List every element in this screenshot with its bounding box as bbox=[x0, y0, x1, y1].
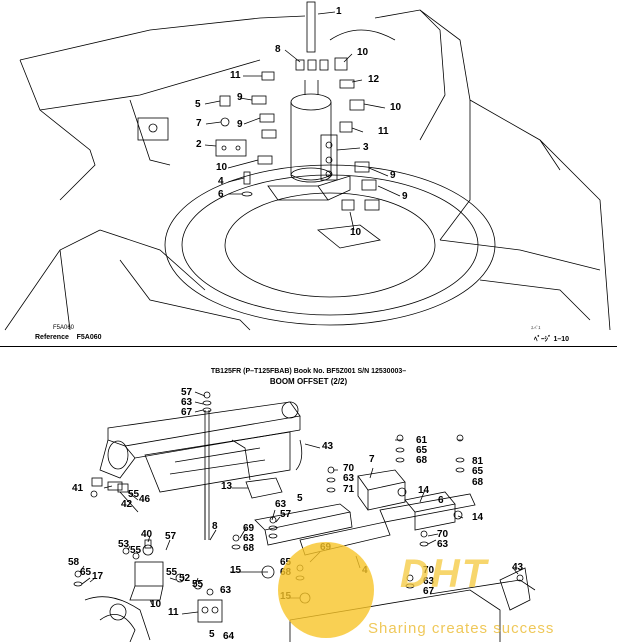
callout-63c: 63 bbox=[275, 499, 287, 510]
callout-6: 6 bbox=[438, 495, 444, 506]
callout-40: 40 bbox=[141, 529, 153, 540]
watermark-logo: DHT bbox=[400, 552, 489, 596]
callout-6: 6 bbox=[218, 189, 224, 200]
callout-63e: 63 bbox=[437, 539, 449, 550]
reference-line: Reference F5A060 bbox=[35, 334, 102, 341]
callout-68c: 68 bbox=[243, 543, 255, 554]
callout-67: 67 bbox=[181, 407, 193, 418]
callout-68b: 68 bbox=[472, 477, 484, 488]
callout-13: 13 bbox=[221, 481, 233, 492]
callout-53: 53 bbox=[118, 539, 130, 550]
callout-9: 9 bbox=[237, 92, 243, 103]
callout-17: 17 bbox=[92, 571, 104, 582]
page-small-label: ｽ-ﾍﾟｽ bbox=[531, 325, 541, 330]
callout-11b: 11 bbox=[378, 126, 389, 137]
reference-code: F5A060 bbox=[76, 334, 102, 341]
callout-69: 69 bbox=[243, 523, 255, 534]
callout-55b: 55 bbox=[130, 545, 142, 556]
callout-65: 65 bbox=[416, 445, 428, 456]
page-reference: ﾍﾟｰｼﾞ 1–10 bbox=[534, 336, 570, 343]
callout-9c: 9 bbox=[390, 170, 396, 181]
watermark-tagline: Sharing creates success bbox=[368, 620, 555, 637]
callout-70: 70 bbox=[343, 463, 355, 474]
callout-12: 12 bbox=[368, 74, 380, 85]
callout-11: 11 bbox=[168, 607, 179, 618]
callout-9b: 9 bbox=[237, 119, 243, 130]
callout-70c: 70 bbox=[423, 565, 435, 576]
callout-10b: 10 bbox=[390, 102, 402, 113]
callout-55c: 55 bbox=[166, 567, 178, 578]
reference-label: Reference bbox=[35, 334, 69, 341]
callout-8: 8 bbox=[275, 44, 281, 55]
callout-4: 4 bbox=[218, 176, 224, 187]
book-info: TB125FR (P–T125FBAB) Book No. BF5Z001 S/… bbox=[210, 368, 407, 375]
callout-58: 58 bbox=[68, 557, 80, 568]
callout-3: 3 bbox=[363, 142, 369, 153]
callout-11: 11 bbox=[230, 70, 241, 81]
callout-68: 68 bbox=[416, 455, 428, 466]
callout-57c: 57 bbox=[165, 531, 177, 542]
callout-67b: 67 bbox=[423, 586, 435, 597]
callout-70b: 70 bbox=[437, 529, 449, 540]
callout-55d: 55 bbox=[192, 579, 204, 590]
callout-7: 7 bbox=[196, 118, 202, 129]
page-divider bbox=[0, 346, 617, 347]
callout-63f: 63 bbox=[423, 576, 435, 587]
callout-7: 7 bbox=[369, 454, 375, 465]
callout-52: 52 bbox=[179, 573, 191, 584]
top-exploded-drawing bbox=[4, 1, 611, 331]
callout-10d: 10 bbox=[350, 227, 362, 238]
callout-63g: 63 bbox=[220, 585, 232, 596]
callout-10: 10 bbox=[150, 599, 162, 610]
callout-5: 5 bbox=[195, 99, 201, 110]
callout-65d: 65 bbox=[80, 567, 92, 578]
callout-61: 61 bbox=[416, 435, 428, 446]
callout-65b: 65 bbox=[472, 466, 484, 477]
callout-81: 81 bbox=[472, 456, 484, 467]
callout-71: 71 bbox=[343, 484, 355, 495]
callout-63d: 63 bbox=[243, 533, 255, 544]
callout-5: 5 bbox=[297, 493, 303, 504]
callout-43b: 43 bbox=[512, 562, 524, 573]
callout-15b: 15 bbox=[230, 565, 242, 576]
callout-55: 55 bbox=[128, 489, 140, 500]
callout-10: 10 bbox=[357, 47, 369, 58]
figure-code: F5A060 bbox=[53, 325, 75, 331]
callout-2: 2 bbox=[196, 139, 202, 150]
callout-1: 1 bbox=[336, 6, 342, 17]
callout-64: 64 bbox=[223, 631, 235, 642]
callout-57: 57 bbox=[181, 387, 193, 398]
callout-10c: 10 bbox=[216, 162, 228, 173]
callout-43: 43 bbox=[322, 441, 334, 452]
callout-14b: 14 bbox=[472, 512, 484, 523]
callout-46: 46 bbox=[139, 494, 151, 505]
callout-42: 42 bbox=[121, 499, 133, 510]
callout-14: 14 bbox=[418, 485, 430, 496]
callout-63b: 63 bbox=[343, 473, 355, 484]
callout-55e: 5 bbox=[209, 629, 215, 640]
callout-63: 63 bbox=[181, 397, 193, 408]
section-title: BOOM OFFSET (2/2) bbox=[269, 377, 348, 386]
watermark-disc bbox=[278, 542, 374, 638]
callout-41: 41 bbox=[72, 483, 84, 494]
callout-8: 8 bbox=[212, 521, 218, 532]
callout-9d: 9 bbox=[402, 191, 408, 202]
callout-57b: 57 bbox=[280, 509, 292, 520]
